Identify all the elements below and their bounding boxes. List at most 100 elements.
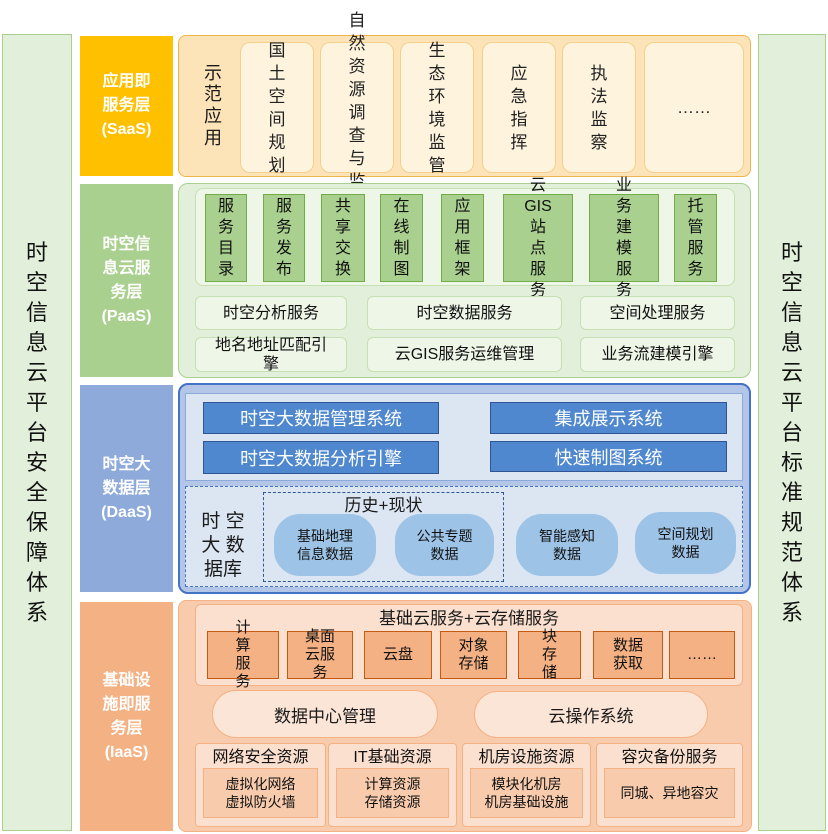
paas-service-char: 务 <box>217 219 234 236</box>
pillar-char: 云 <box>25 359 48 385</box>
saas-app-card: 执法监察 <box>562 42 636 173</box>
paas-service-char: 服 <box>275 198 292 215</box>
paas-service-char: 目 <box>217 240 234 257</box>
saas-app-char: 划 <box>268 155 286 175</box>
paas-service-char: 换 <box>334 261 351 278</box>
paas-service-char: 站 <box>529 219 546 236</box>
paas-service-char: 享 <box>334 219 351 236</box>
paas-service-char: 建 <box>615 219 632 236</box>
saas-app-char: 监 <box>590 109 608 129</box>
paas-service-char: 用 <box>454 219 471 236</box>
pillar-char: 范 <box>780 539 803 565</box>
saas-app-label: 国土空间规划 <box>269 39 286 177</box>
infrastructure-management-oval: 云操作系统 <box>474 691 708 738</box>
saas-app-char: 间 <box>268 109 286 129</box>
paas-service-box: 服务目录 <box>205 194 247 282</box>
resource-group-items: 虚拟化网络 虚拟防火墙 <box>203 768 318 818</box>
saas-app-char: 应 <box>510 63 528 83</box>
pillar-char: 全 <box>25 479 48 505</box>
iaas-layer-label: 基础设 施即服 务层 (IaaS) <box>80 602 173 831</box>
pillar-char: 保 <box>25 509 48 535</box>
paas-service-char: 共 <box>334 198 351 215</box>
pillar-char: 标 <box>780 449 803 475</box>
cloud-services-title: 基础云服务+云存储服务 <box>379 608 559 628</box>
daas-layer-label: 时空大 数据层 (DaaS) <box>80 385 173 592</box>
pillar-char: 安 <box>25 449 48 475</box>
paas-service-char: 托 <box>687 198 704 215</box>
paas-service-char: 发 <box>275 240 292 257</box>
paas-service-row: 云GIS服务运维管理 <box>367 337 562 372</box>
cloud-service-item: 计算服务 <box>207 619 279 690</box>
resource-group-title: IT基础资源 <box>353 749 432 766</box>
standards-pillar: 时空信息云平台标准规范体系 <box>758 34 826 831</box>
saas-app-char: 法 <box>590 86 608 106</box>
saas-app-label: 自然资源调查与监 <box>349 9 366 193</box>
pillar-char: 息 <box>25 329 48 355</box>
infrastructure-management-oval: 数据中心管理 <box>212 690 438 738</box>
paas-service-box: 应用框架 <box>441 194 484 282</box>
paas-service-box: 业务建模服务 <box>589 177 659 299</box>
data-category-pill: 基础地理信息数据 <box>274 514 376 576</box>
paas-service-char: 云 <box>529 177 546 194</box>
saas-app-char: 管 <box>428 155 446 175</box>
paas-service-char: 务 <box>687 261 704 278</box>
pillar-char: 障 <box>25 539 48 565</box>
pillar-char: 系 <box>780 599 803 625</box>
paas-service-char: 服 <box>615 261 632 278</box>
pillar-char: 空 <box>25 269 48 295</box>
paas-service-row: 业务流建模引擎 <box>580 337 735 372</box>
resource-group-title: 容灾备份服务 <box>621 749 718 766</box>
saas-app-char: 规 <box>268 132 286 152</box>
paas-service-char: 业 <box>615 177 632 194</box>
saas-app-char: 监 <box>428 132 446 152</box>
saas-app-char: 指 <box>510 109 528 129</box>
saas-app-char: 土 <box>268 63 286 83</box>
saas-app-label: 生态环境监管 <box>429 39 446 177</box>
demo-char: 范 <box>204 84 222 105</box>
saas-app-char: 国 <box>268 40 286 60</box>
saas-app-char: …… <box>677 98 711 117</box>
pillar-char: 规 <box>780 509 803 535</box>
paas-service-char: 点 <box>529 240 546 257</box>
pillar-char: 平 <box>780 389 803 415</box>
pillar-char: 台 <box>780 419 803 445</box>
paas-service-char: 服 <box>217 198 234 215</box>
paas-service-char: GIS <box>524 198 552 215</box>
paas-service-char: 模 <box>615 240 632 257</box>
pillar-char: 时 <box>25 239 48 265</box>
saas-app-char: 空 <box>268 86 286 106</box>
security-pillar: 时空信息云平台安全保障体系 <box>2 34 72 831</box>
saas-app-char: 然 <box>348 34 366 53</box>
saas-app-char: 执 <box>590 63 608 83</box>
saas-app-char: 与 <box>348 149 366 168</box>
saas-app-char: 挥 <box>510 132 528 152</box>
paas-service-box: 在线制图 <box>380 194 423 282</box>
paas-service-char: 服 <box>529 261 546 278</box>
database-label: 时 空 大 数 据库 <box>201 511 245 580</box>
saas-app-card: 国土空间规划 <box>240 41 314 175</box>
resource-group-items: 模块化机房 机房基础设施 <box>470 768 583 818</box>
saas-app-char: 态 <box>428 63 446 83</box>
paas-service-box: 共享交换 <box>321 194 365 282</box>
data-category-pill: 空间规划数据 <box>635 512 736 574</box>
paas-service-char: 管 <box>687 219 704 236</box>
resource-group-title: 网络安全资源 <box>212 749 309 766</box>
pillar-char: 体 <box>25 569 48 595</box>
paas-service-char: 架 <box>454 261 471 278</box>
daas-system-box: 时空大数据管理系统 <box>203 402 439 434</box>
saas-app-card: …… <box>644 42 744 173</box>
saas-app-char: 境 <box>428 109 446 129</box>
saas-app-char: 环 <box>428 86 446 106</box>
saas-app-card: 自然资源调查与监 <box>320 11 394 191</box>
pillar-char: 时 <box>780 239 803 265</box>
data-category-pill: 公共专题数据 <box>395 514 494 576</box>
saas-app-char: 调 <box>348 103 366 122</box>
cloud-service-item: 数据获取 <box>593 631 663 679</box>
saas-app-card: 应急指挥 <box>482 42 556 173</box>
cloud-service-item: 桌面云服务 <box>287 628 353 681</box>
pillar-char: 信 <box>25 299 48 325</box>
paas-service-row: 时空分析服务 <box>195 296 347 330</box>
saas-app-char: 自 <box>348 11 366 30</box>
paas-service-row: 时空数据服务 <box>367 296 562 330</box>
